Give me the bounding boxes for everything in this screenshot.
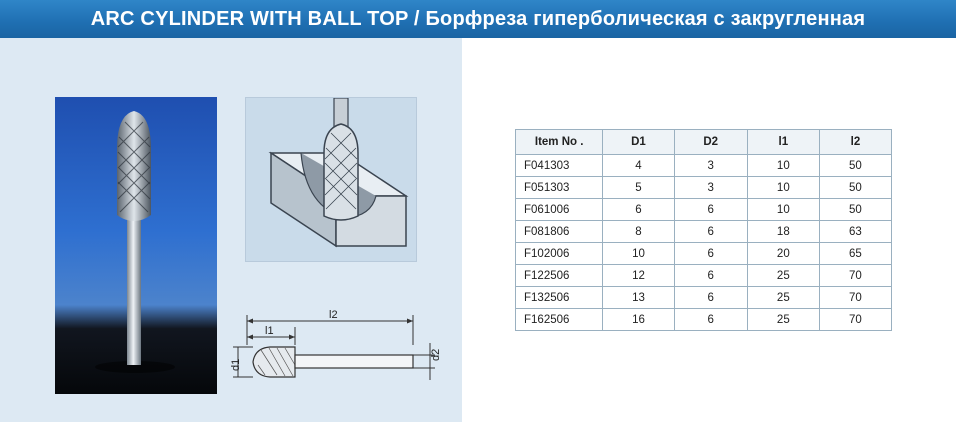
d2-label: d2	[430, 349, 442, 361]
cell-l1: 25	[746, 286, 820, 309]
cell-l1: 18	[746, 220, 820, 243]
table-row: F041303 4 3 10 50	[514, 154, 893, 177]
cell-l1: 10	[746, 198, 820, 221]
table-row: F061006 6 6 10 50	[514, 198, 893, 221]
d1-label: d1	[230, 359, 242, 371]
table-row: F122506 12 6 25 70	[514, 264, 893, 287]
cell-d2: 6	[673, 286, 748, 309]
cell-l2: 63	[818, 220, 893, 243]
burr-photo-image	[95, 111, 175, 373]
cell-l1: 10	[746, 176, 820, 199]
cell-l2: 50	[818, 198, 893, 221]
cell-d1: 8	[602, 220, 675, 243]
cell-d1: 4	[602, 154, 675, 177]
cell-l2: 70	[818, 308, 893, 331]
cell-d2: 6	[673, 198, 748, 221]
table-row: F162506 16 6 25 70	[514, 308, 893, 331]
cell-l2: 70	[818, 286, 893, 309]
cell-item-no: F132506	[514, 286, 604, 309]
cell-l1: 20	[746, 242, 820, 265]
column-header-l2: l2	[818, 129, 893, 155]
cell-d1: 12	[602, 264, 675, 287]
l1-label: l1	[265, 325, 274, 337]
cell-d1: 5	[602, 176, 675, 199]
cell-l2: 70	[818, 264, 893, 287]
cell-d1: 6	[602, 198, 675, 221]
cell-d2: 6	[673, 308, 748, 331]
table-row: F132506 13 6 25 70	[514, 286, 893, 309]
cell-item-no: F081806	[514, 220, 604, 243]
page-title: ARC CYLINDER WITH BALL TOP / Борфреза ги…	[90, 7, 866, 30]
workpiece-image	[268, 97, 409, 248]
cell-d1: 13	[602, 286, 675, 309]
table-row: F081806 8 6 18 63	[514, 220, 893, 243]
dimension-drawing: l2 l1 d1 d2	[225, 305, 443, 385]
cell-item-no: F102006	[514, 242, 604, 265]
cell-d2: 3	[673, 154, 748, 177]
dimension-diagram: l2 l1 d1 d2	[230, 309, 442, 380]
cell-l1: 10	[746, 154, 820, 177]
cell-item-no: F122506	[514, 264, 604, 287]
table-row: F102006 10 6 20 65	[514, 242, 893, 265]
cell-l1: 25	[746, 264, 820, 287]
cell-d2: 6	[673, 242, 748, 265]
table-row: F051303 5 3 10 50	[514, 176, 893, 199]
cell-d1: 16	[602, 308, 675, 331]
product-photo	[55, 97, 217, 394]
table-header-row: Item No . D1 D2 l1 l2	[514, 129, 893, 155]
cell-l2: 50	[818, 176, 893, 199]
cell-d2: 6	[673, 264, 748, 287]
column-header-d1: D1	[602, 129, 675, 155]
column-header-d2: D2	[673, 129, 748, 155]
column-header-item-no: Item No .	[514, 129, 604, 155]
cell-item-no: F041303	[514, 154, 604, 177]
cell-l2: 50	[818, 154, 893, 177]
cell-d2: 6	[673, 220, 748, 243]
l2-label: l2	[329, 309, 338, 321]
cell-l2: 65	[818, 242, 893, 265]
cell-item-no: F061006	[514, 198, 604, 221]
cell-item-no: F051303	[514, 176, 604, 199]
column-header-l1: l1	[746, 129, 820, 155]
cell-d1: 10	[602, 242, 675, 265]
workpiece-illustration	[245, 97, 417, 262]
cell-l1: 25	[746, 308, 820, 331]
specification-table: Item No . D1 D2 l1 l2 F041303 4 3 10 50 …	[514, 129, 893, 331]
cell-d2: 3	[673, 176, 748, 199]
cell-item-no: F162506	[514, 308, 604, 331]
page-header: ARC CYLINDER WITH BALL TOP / Борфреза ги…	[0, 0, 956, 38]
